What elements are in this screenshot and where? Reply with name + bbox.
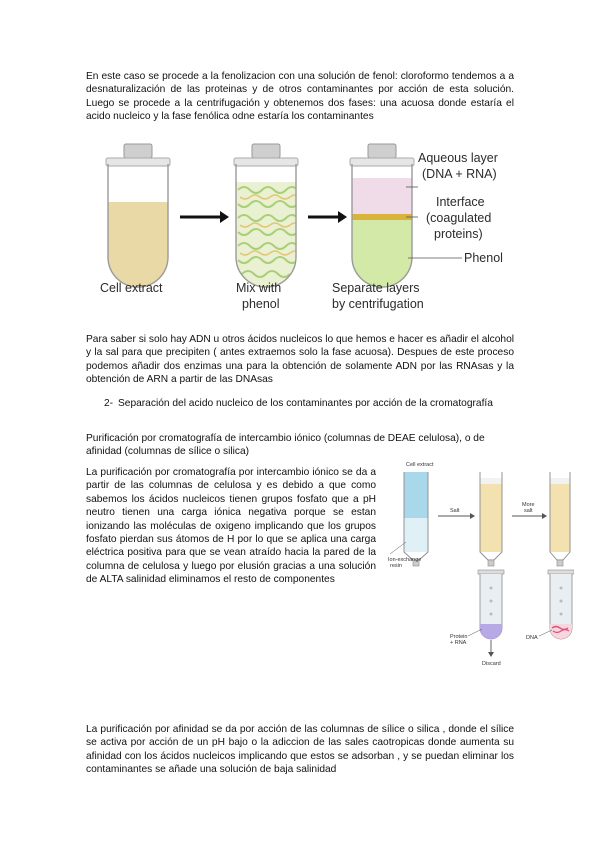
label-aqueous-layer: Aqueous layer [418, 151, 498, 165]
label-ion-exchange: Ion-exchange [388, 557, 421, 563]
paragraph-affinity: La purificación por afinidad se da por a… [86, 724, 514, 776]
label-coagulated: (coagulated [426, 211, 491, 225]
label-separate-layers: Separate layers [332, 281, 420, 295]
label-more-salt: salt [524, 508, 533, 514]
label-salt: Salt [450, 508, 460, 514]
tube-dna [547, 569, 574, 640]
paragraph-ion-exchange: La purificación por cromatografía por in… [86, 467, 376, 586]
label-proteins: proteins) [434, 227, 483, 241]
column-more-salt [549, 472, 571, 567]
label-resin: resin [390, 563, 402, 569]
label-by-centrifugation: by centrifugation [332, 297, 424, 311]
label-phenol: Phenol [464, 251, 503, 265]
ion-exchange-figure: Cell extract Salt More salt Ion-exchange… [388, 462, 574, 667]
label-plus-rna: + RNA [450, 640, 467, 646]
label-protein: Protein [450, 634, 467, 640]
arrow-head-icon [338, 211, 347, 223]
paragraph-precipitation: Para saber si solo hay ADN u otros ácido… [86, 334, 514, 386]
list-item-number: 2- [104, 398, 114, 409]
tube-cell-extract [105, 143, 171, 288]
label-cell-extract-2: Cell extract [406, 462, 434, 468]
label-discard: Discard [482, 661, 501, 667]
paragraph-chromatography-types: Purificación por cromatografía de interc… [86, 433, 485, 458]
arrow-head-icon [220, 211, 229, 223]
tube-mix-with-phenol [233, 143, 299, 288]
label-interface: Interface [436, 195, 485, 209]
label-cell-extract: Cell extract [100, 281, 163, 295]
label-mix-with: Mix with [236, 281, 281, 295]
list-item-separation: 2- Separación del acido nucleico de los … [104, 397, 514, 410]
label-dna-rna: (DNA + RNA) [422, 167, 497, 181]
paragraph-phenol-extraction: En este caso se procede a la fenolizacio… [86, 71, 514, 123]
list-item-text: Separación del acido nucleico de los con… [118, 398, 493, 409]
label-dna: DNA [526, 635, 538, 641]
column-cell-extract [403, 472, 429, 567]
phenol-extraction-figure: Aqueous layer (DNA + RNA) Interface (coa… [100, 143, 503, 311]
label-phenol-mix: phenol [242, 297, 280, 311]
tube-separate-layers [349, 143, 415, 288]
label-more: More [522, 502, 535, 508]
column-salt [479, 472, 503, 567]
tube-protein-rna [477, 569, 505, 640]
